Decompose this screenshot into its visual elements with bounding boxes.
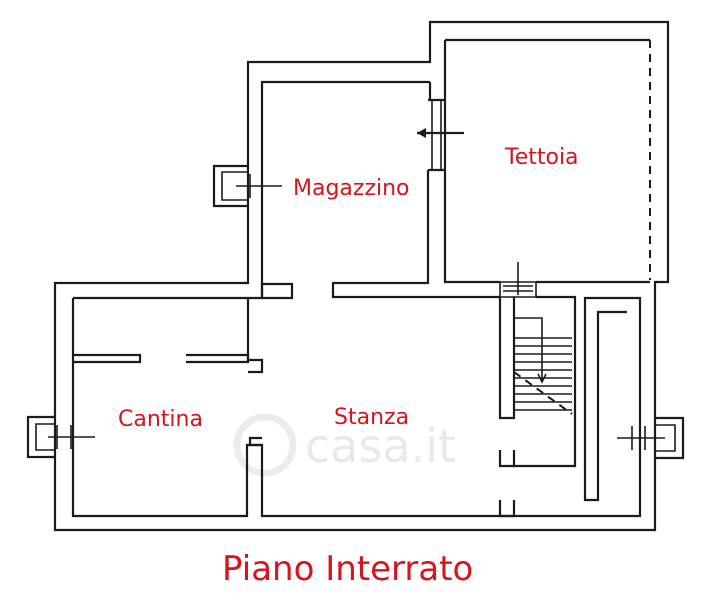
room-label-cantina: Cantina (118, 407, 203, 432)
watermark-text: casa.it (305, 419, 456, 473)
interior-walls (73, 98, 577, 518)
tettoia-walls (428, 40, 651, 284)
door-arrow-icon (417, 128, 464, 138)
window-cantina (26, 415, 95, 459)
watermark: casa.it (233, 413, 456, 477)
plan-title: Piano Interrato (222, 549, 473, 589)
room-label-tettoia: Tettoia (504, 145, 579, 170)
window-magazzino (212, 164, 282, 208)
window-stanza-right (617, 416, 685, 460)
watermark-logo-icon (233, 413, 297, 477)
room-label-magazzino: Magazzino (293, 176, 410, 201)
room-label-stanza: Stanza (334, 405, 409, 430)
staircase (499, 262, 573, 415)
